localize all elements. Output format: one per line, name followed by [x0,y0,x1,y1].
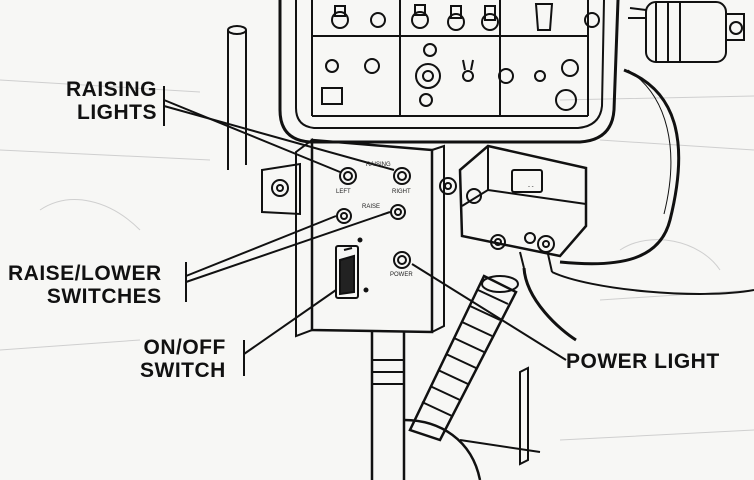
right-raise-switch [390,204,406,220]
console-bottom-knobs [321,87,577,111]
power-light [393,251,411,269]
mounting-bracket [261,162,301,216]
power-light-label: POWER LIGHT [566,350,720,373]
power-light-leader [411,263,567,361]
left-raising-light [339,167,357,185]
panel-label-power: POWER [390,272,413,278]
lower-bracket [459,366,541,466]
upper-cable-inner [627,69,672,215]
svg-text:- -: - - [528,184,534,190]
upper-cable [559,68,681,266]
raising-lights-label-line1: RAISING [66,78,158,101]
raise-lower-label-line1: RAISE/LOWER [8,262,162,285]
console-middle-knobs [325,43,579,89]
raising-lights-label: RAISING LIGHTS [66,78,157,124]
power-light-label-text: POWER LIGHT [566,350,720,373]
control-box [295,138,445,338]
corrugated-hose [408,274,519,442]
left-pipe [227,25,247,170]
raise-lower-label-line2: SWITCHES [46,285,162,308]
on-off-switch [335,245,359,299]
junction-box: - - [439,144,588,273]
panel-label-raise: RAISE [362,204,380,210]
on-off-label-line1: ON/OFF [143,336,226,359]
panel-labels: RAISING LEFT RIGHT RAISE POWER [336,162,413,278]
background-faint-lines [0,79,754,441]
on-off-label-line2: SWITCH [140,359,226,382]
panel-label-left: LEFT [336,189,351,195]
raise-lower-leaders [185,211,391,302]
upper-control-console [278,0,620,144]
top-right-motor [628,1,745,63]
right-raising-light [393,167,411,185]
console-top-knobs [331,3,600,31]
raising-lights-leaders [163,86,395,173]
raise-lower-switches-label: RAISE/LOWER SWITCHES [8,262,162,308]
panel-label-raising: RAISING [366,162,391,168]
raising-lights-label-line2: LIGHTS [77,101,158,124]
on-off-leader [243,289,337,376]
junction-cable-left [522,267,577,342]
left-raise-switch [336,208,352,224]
junction-cable-right [551,271,754,295]
lower-tube [370,332,482,480]
on-off-switch-label: ON/OFF SWITCH [140,336,226,382]
panel-label-right: RIGHT [392,189,411,195]
